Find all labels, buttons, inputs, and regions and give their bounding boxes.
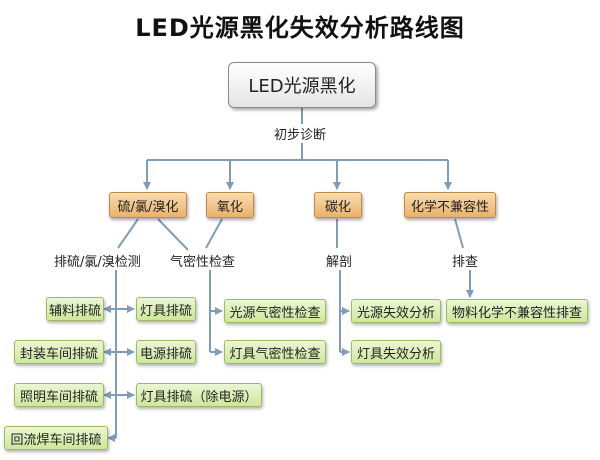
method-label-investigation: 排查 <box>450 251 481 270</box>
leaf-fixture-sulfur-excl-power: 灯具排硫（除电源） <box>136 383 262 407</box>
method-label-dissection: 解剖 <box>324 251 355 270</box>
stage-label: 初步诊断 <box>272 124 329 143</box>
leaf-auxiliary-sulfur: 辅料排硫 <box>46 297 104 321</box>
leaf-fixture-failure-analysis: 灯具失效分析 <box>351 340 441 364</box>
diag-cat2 <box>205 218 223 249</box>
root-node: LED光源黑化 <box>228 62 376 108</box>
method-label-airtightness: 气密性检查 <box>168 251 238 270</box>
diagram-title: LED光源黑化失效分析路线图 <box>135 14 465 42</box>
category-carbonization: 碳化 <box>314 192 362 218</box>
leaf-light-source-failure-analysis: 光源失效分析 <box>351 299 441 323</box>
leaf-power-supply-sulfur: 电源排硫 <box>136 340 196 364</box>
leaf-light-source-airtightness: 光源气密性检查 <box>224 299 326 323</box>
category-oxidation: 氧化 <box>206 192 254 218</box>
leaf-material-incompatibility-check: 物料化学不兼容性排查 <box>446 299 588 323</box>
leaf-reflow-workshop-sulfur: 回流焊车间排硫 <box>4 426 108 450</box>
diag-cat4 <box>454 218 464 249</box>
method-label-sulfur-test: 排硫/氯/溴检测 <box>52 251 143 270</box>
leaf-fixture-airtightness: 灯具气密性检查 <box>224 340 326 364</box>
category-chemical-incompatibility: 化学不兼容性 <box>404 192 496 218</box>
category-sulfur-chlorine-bromine: 硫/氯/溴化 <box>109 192 187 218</box>
diag-cat1-right <box>157 218 189 251</box>
leaf-lighting-workshop-sulfur: 照明车间排硫 <box>14 383 104 407</box>
diag-cat1-left <box>117 218 139 249</box>
leaf-fixture-sulfur: 灯具排硫 <box>136 297 196 321</box>
leaf-packaging-workshop-sulfur: 封装车间排硫 <box>14 340 104 364</box>
